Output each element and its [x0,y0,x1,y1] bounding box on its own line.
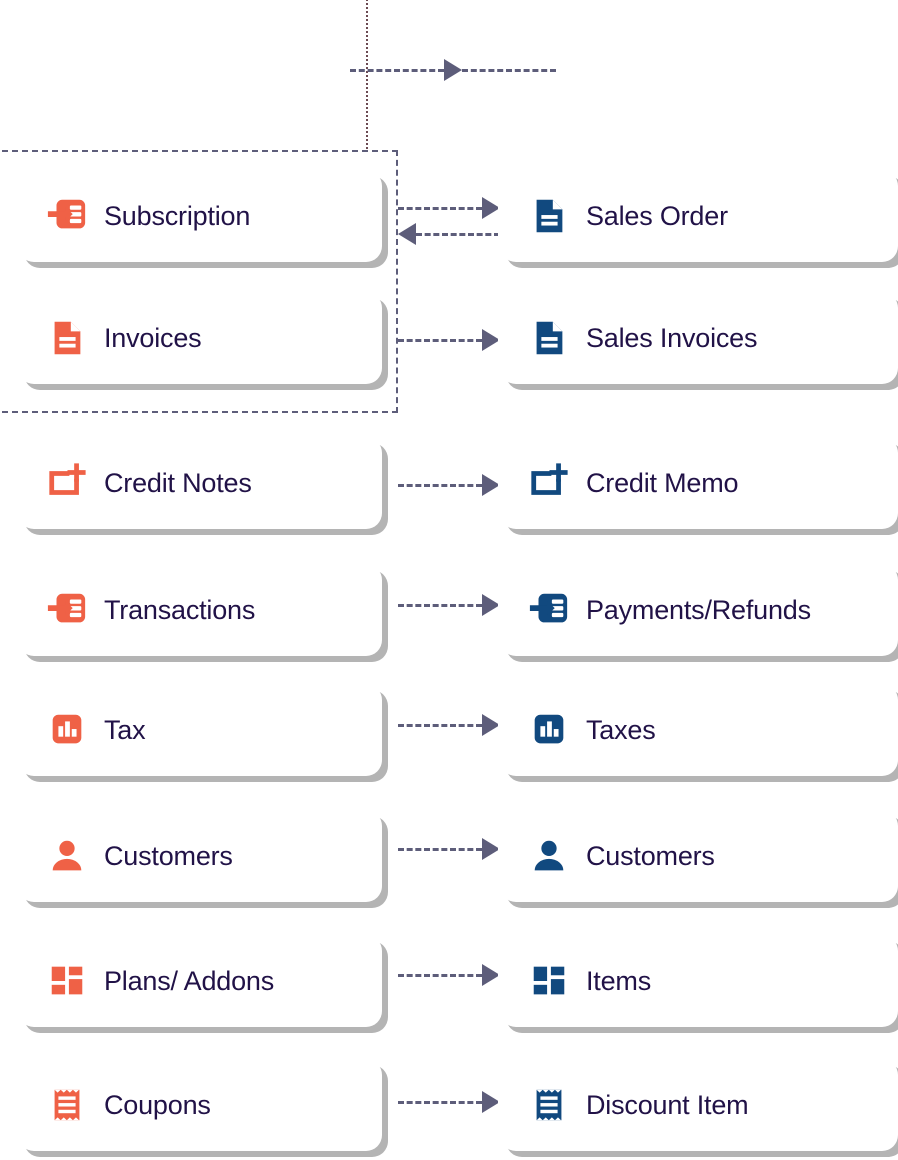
receipt-icon [54,1089,80,1121]
card-label: Taxes [586,714,656,745]
card-discount-item[interactable]: Discount Item [500,1059,898,1151]
arrow-head-right-icon [482,714,500,736]
card-tax[interactable]: Tax [18,684,382,776]
card-payments-refunds[interactable]: Payments/Refunds [500,564,898,656]
connector-dash [398,723,482,727]
connector-top-inbound [350,59,556,81]
receipt-icon [536,1089,562,1121]
arrow-into-list-icon [47,593,86,623]
card-items[interactable]: Items [500,935,898,1027]
card-label: Items [586,965,652,996]
card-credit-memo[interactable]: Credit Memo [500,437,898,529]
arrow-into-list-icon [529,593,568,623]
connector-dash [398,338,482,342]
card-label: Credit Notes [104,467,252,498]
connector-customers-to-customers [398,838,500,860]
connector-dash [398,1100,482,1104]
card-label: Payments/Refunds [586,594,811,625]
connector-plans-to-items [398,964,500,986]
connector-invoices-to-sales-invoices [398,329,500,351]
connector-dash [416,232,500,236]
connector-coupons-to-discount-item [398,1091,500,1113]
arrow-head-right-icon [444,59,462,81]
card-label: Sales Order [586,200,728,231]
card-label: Discount Item [586,1089,749,1120]
connector-dash [398,603,482,607]
connector-dash [398,847,482,851]
subscription-invoices-group [0,150,398,413]
card-taxes[interactable]: Taxes [500,684,898,776]
document-icon [536,199,563,233]
connector-tax-to-taxes [398,714,500,736]
arrow-head-right-icon [482,838,500,860]
card-sales-invoices[interactable]: Sales Invoices [500,292,898,384]
arrow-head-right-icon [482,1091,500,1113]
card-coupons[interactable]: Coupons [18,1059,382,1151]
card-label: Customers [104,840,233,871]
bar-chart-icon [52,714,82,744]
document-icon [536,321,563,355]
connector-dash [398,206,482,210]
card-plans-addons[interactable]: Plans/ Addons [18,935,382,1027]
add-rectangle-icon [49,463,86,495]
card-label: Invoices [104,322,202,353]
connector-credit-notes-to-credit-memo [398,474,500,496]
connector-dash [350,68,444,72]
arrow-head-right-icon [482,474,500,496]
card-customers[interactable]: Customers [18,810,382,902]
add-rectangle-icon [531,463,568,495]
card-credit-notes[interactable]: Credit Notes [18,437,382,529]
person-icon [52,840,82,871]
connector-subscription-to-sales-order [398,197,500,219]
connector-transactions-to-payments [398,594,500,616]
arrow-head-right-icon [482,329,500,351]
card-label: Sales Invoices [586,322,758,353]
arrow-into-list-icon [47,199,86,229]
person-icon [534,840,564,871]
card-customers-target[interactable]: Customers [500,810,898,902]
connector-dash [462,68,556,72]
card-subscription[interactable]: Subscription [18,170,382,262]
arrow-head-right-icon [482,964,500,986]
card-label: Subscription [104,200,251,231]
card-sales-order[interactable]: Sales Order [500,170,898,262]
card-label: Tax [104,714,146,745]
connector-sales-order-to-subscription [398,223,500,245]
card-label: Transactions [104,594,256,625]
bar-chart-icon [534,714,564,744]
arrow-head-right-icon [482,197,500,219]
grid-blocks-icon [533,966,565,995]
card-label: Coupons [104,1089,211,1120]
card-label: Plans/ Addons [104,965,275,996]
arrow-head-right-icon [482,594,500,616]
arrow-head-left-icon [398,223,416,245]
card-label: Customers [586,840,715,871]
document-icon [54,321,81,355]
card-transactions[interactable]: Transactions [18,564,382,656]
card-label: Credit Memo [586,467,739,498]
card-invoices[interactable]: Invoices [18,292,382,384]
connector-dash [398,973,482,977]
vertical-feed-line [366,0,368,152]
grid-blocks-icon [51,966,83,995]
connector-dash [398,483,482,487]
